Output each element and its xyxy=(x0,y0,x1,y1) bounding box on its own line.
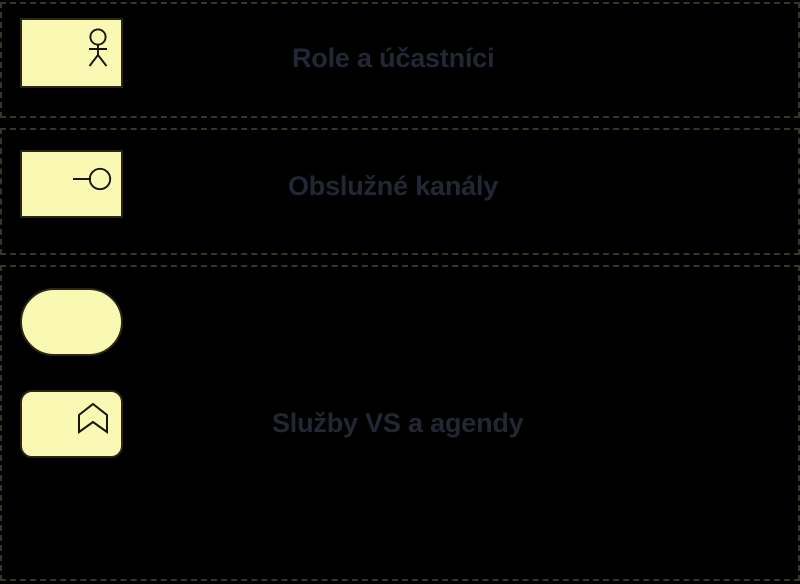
layer-label-services: Služby VS a agendy xyxy=(272,408,524,438)
business-interface-shape[interactable] xyxy=(20,150,123,218)
layer-label-channels: Obslužné kanály xyxy=(288,171,499,201)
layer-label-roles: Role a účastníci xyxy=(292,43,495,73)
layer-group-channels[interactable] xyxy=(0,128,800,255)
layer-group-roles[interactable] xyxy=(0,2,800,118)
layer-group-services[interactable] xyxy=(0,265,800,581)
interface-icon xyxy=(71,166,113,197)
business-actor-shape[interactable] xyxy=(20,18,123,88)
actor-icon xyxy=(85,28,111,73)
business-function-shape[interactable] xyxy=(20,390,123,458)
business-service-shape[interactable] xyxy=(20,288,123,356)
function-icon xyxy=(77,402,109,439)
